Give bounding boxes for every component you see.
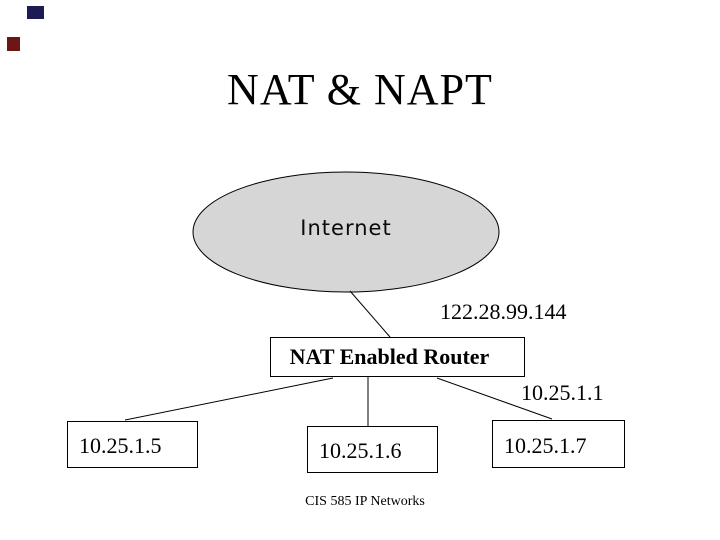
host-ip-label: 10.25.1.7 <box>504 432 587 458</box>
decoration-square-icon <box>27 6 44 19</box>
link-internet-to-router <box>349 290 391 338</box>
host-node: 10.25.1.7 <box>492 420 625 468</box>
router-private-ip-label: 10.25.1.1 <box>521 380 604 405</box>
slide-footer: CIS 585 IP Networks <box>305 494 425 509</box>
link-router-to-host3 <box>436 377 553 420</box>
host-ip-label: 10.25.1.5 <box>79 433 162 458</box>
page-title: NAT & NAPT <box>227 65 493 114</box>
internet-label: Internet <box>300 216 392 240</box>
internet-cloud-shape <box>192 171 500 293</box>
host-ip-label: 10.25.1.6 <box>319 438 402 463</box>
router-label: NAT Enabled Router <box>289 344 490 369</box>
public-ip-label: 122.28.99.144 <box>440 299 567 324</box>
router-node: NAT Enabled Router <box>270 337 525 377</box>
link-router-to-host1 <box>124 377 334 421</box>
host-node: 10.25.1.5 <box>67 421 198 468</box>
host-node: 10.25.1.6 <box>307 426 438 473</box>
decoration-square-icon <box>7 37 20 51</box>
